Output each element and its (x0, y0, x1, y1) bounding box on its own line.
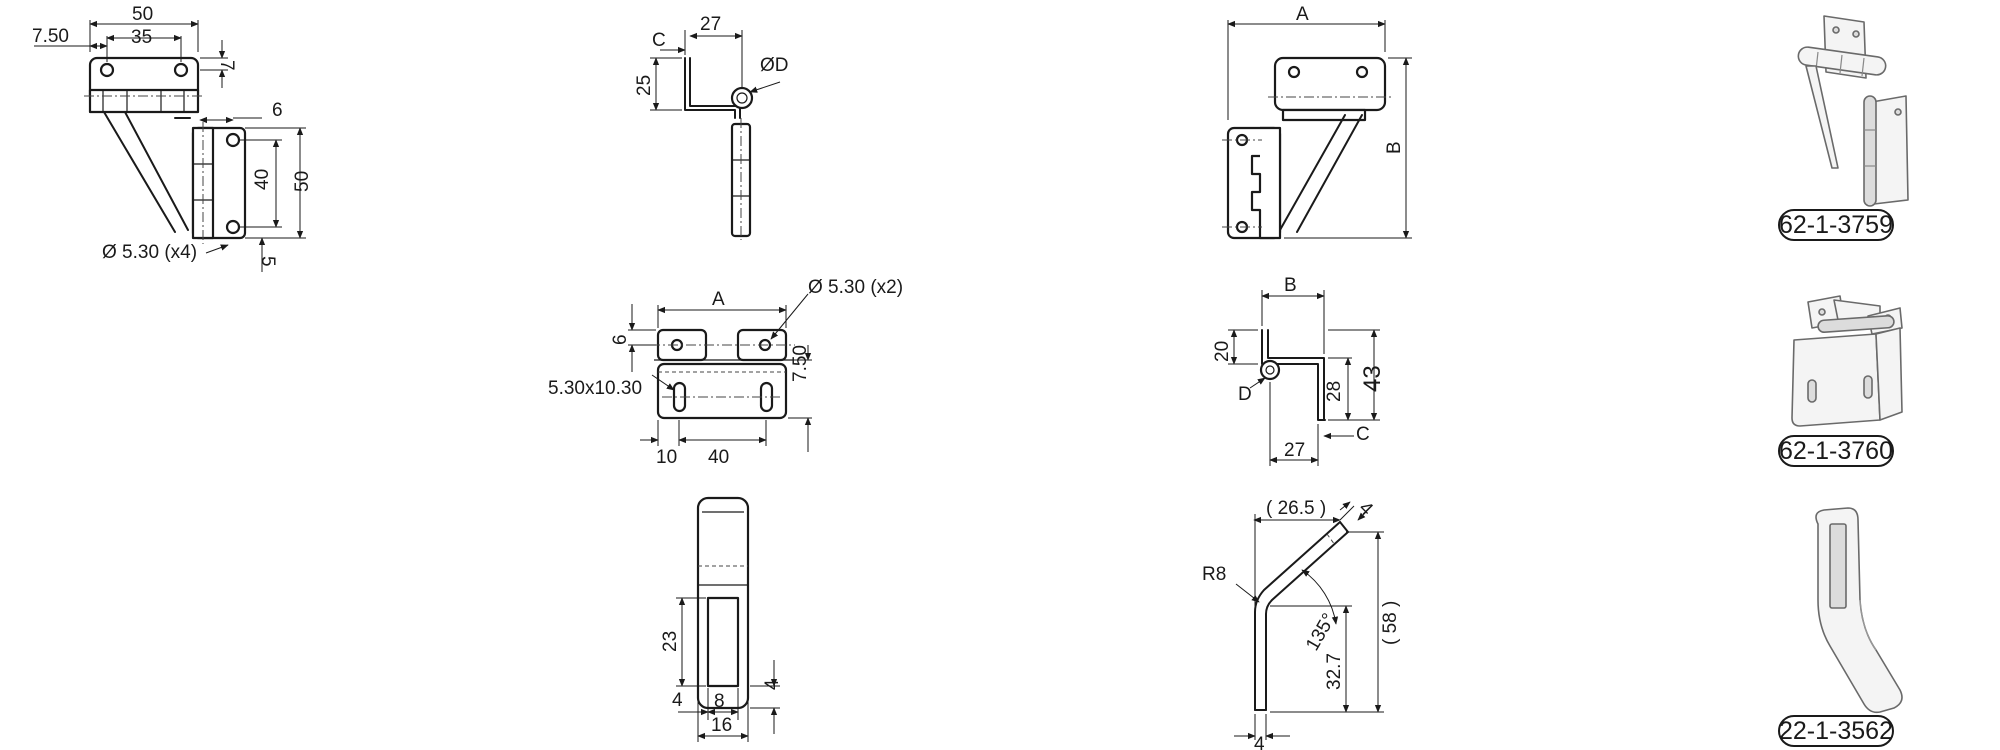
dim-35: 35 (131, 27, 152, 48)
dim-32-7: 32.7 (1324, 653, 1345, 690)
part-number-3: 22-1-3562 (1779, 717, 1893, 745)
dim-10: 10 (656, 447, 677, 468)
dim-50-height: 50 (292, 171, 313, 192)
bracket-hinge-3d-icon (1791, 295, 1903, 427)
part-number-1: 62-1-3759 (1779, 211, 1893, 239)
dim-4-bottom: 4 (1254, 734, 1265, 750)
part-number-pill-1 (1778, 209, 1894, 241)
dim-4-left: 4 (672, 690, 683, 711)
dim-28: 28 (1324, 381, 1345, 402)
hinge-front-view: 50 35 7.50 7 6 40 50 5 Ø 5.30 (x4) (32, 4, 313, 272)
dim-58-ref: ( 58 ) (1380, 601, 1401, 645)
dim-16: 16 (711, 715, 732, 736)
bent-leaf-profile (684, 57, 736, 119)
hole-note-x4: Ø 5.30 (x4) (102, 242, 197, 263)
dim-26-5: ( 26.5 ) (1266, 498, 1326, 519)
part-number-pill-2 (1778, 435, 1894, 467)
top-bracket-leaf (1273, 56, 1387, 112)
dim-50-width: 50 (132, 4, 153, 25)
bracket-body (656, 362, 788, 420)
dim-c: C (652, 30, 666, 51)
part-number-2: 62-1-3760 (1779, 437, 1893, 465)
dim-5: 5 (257, 256, 278, 267)
pin-knuckle (730, 86, 754, 110)
dim-27-side: 27 (1284, 440, 1305, 461)
bracket-side-profile (1261, 329, 1326, 421)
hinge-side-view: 27 C 25 ØD (634, 14, 789, 240)
dim-27: 27 (700, 14, 721, 35)
dim-b-side: B (1284, 275, 1297, 296)
top-knuckle (1281, 108, 1367, 122)
dim-r8: R8 (1202, 564, 1226, 585)
dim-8: 8 (714, 691, 725, 712)
dim-40: 40 (252, 169, 273, 190)
dim-43: 43 (1359, 365, 1386, 392)
part-number-pill-3 (1778, 715, 1894, 747)
dim-23: 23 (660, 631, 681, 652)
dim-4-diag: 4 (1354, 498, 1377, 521)
dim-40-flat: 40 (708, 447, 729, 468)
handle-slot (706, 596, 740, 688)
dim-6: 6 (272, 100, 283, 121)
upper-leaf-web (124, 111, 189, 231)
hinge-3d-icon (1797, 15, 1909, 207)
dim-6-tab: 6 (610, 334, 631, 345)
bracket-pin-knuckle (1259, 359, 1281, 381)
dim-a-flat: A (712, 289, 725, 310)
upper-knuckle-band (88, 88, 200, 114)
bracket-side-view: B 20 28 43 D 27 C (1212, 275, 1386, 466)
dim-a: A (1296, 4, 1309, 25)
dim-od: ØD (760, 55, 789, 76)
handle-side-view: ( 26.5 ) 4 R8 135° ( 58 ) 32.7 4 (1202, 498, 1401, 750)
dim-7-50: 7.50 (32, 26, 69, 47)
dim-7: 7 (216, 60, 237, 71)
hole-note-x2: Ø 5.30 (x2) (808, 277, 903, 298)
bracket-flat-view: A 6 7.50 10 40 Ø 5.30 (x2) 5.30x10.30 (548, 277, 903, 468)
handle-front-view: 23 4 4 8 16 (660, 496, 783, 742)
slot-note: 5.30x10.30 (548, 378, 642, 399)
dim-20: 20 (1212, 341, 1233, 362)
dim-4-right: 4 (762, 679, 783, 690)
dim-c-side: C (1356, 424, 1370, 445)
dim-25: 25 (634, 75, 655, 96)
dim-d: D (1238, 384, 1252, 405)
angled-handle-3d-icon (1815, 507, 1903, 714)
dim-7-50-flat: 7.50 (790, 345, 811, 382)
dim-b: B (1384, 141, 1405, 154)
bracket-hinge-front-view: A B (1222, 4, 1412, 240)
